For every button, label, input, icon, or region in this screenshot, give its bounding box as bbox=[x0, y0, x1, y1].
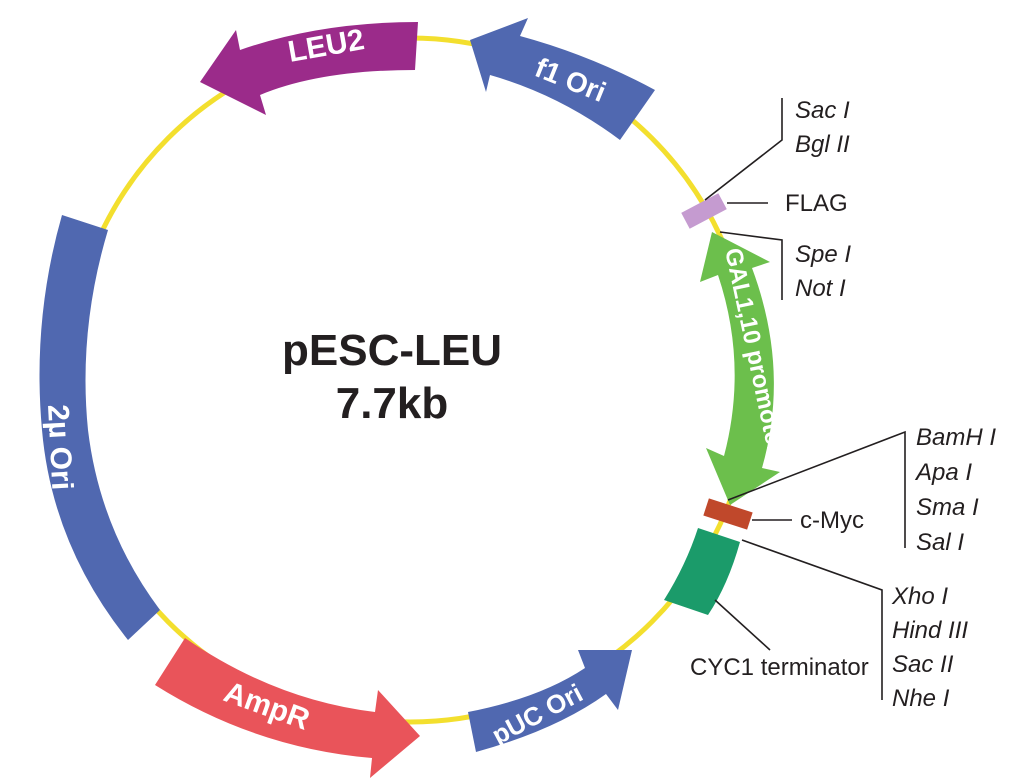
flag-tag-box bbox=[681, 193, 727, 229]
lower-sites-leader bbox=[741, 539, 883, 700]
site-sal-i: Sal I bbox=[916, 529, 964, 556]
c-myc-tag-box bbox=[703, 498, 753, 530]
plasmid-name: pESC-LEU bbox=[282, 326, 502, 375]
site-sac-ii: Sac II bbox=[892, 651, 954, 678]
leu2-arrow bbox=[200, 22, 418, 115]
site-bamh-i: BamH I bbox=[916, 424, 996, 451]
upper-sites-leader bbox=[704, 98, 783, 201]
puc-ori-arrow bbox=[468, 650, 632, 752]
two-micron-ori-label: 2µ Ori bbox=[41, 404, 78, 491]
f1-ori-arrow bbox=[470, 18, 655, 140]
site-spe-i: Spe I bbox=[795, 241, 851, 268]
site-apa-i: Apa I bbox=[914, 459, 972, 486]
cyc1-terminator-box bbox=[664, 528, 740, 615]
flag-label: FLAG bbox=[785, 190, 848, 217]
right-sites-leader bbox=[727, 430, 906, 548]
site-not-i: Not I bbox=[795, 275, 846, 302]
ampr-arrow bbox=[155, 638, 420, 778]
c-myc-label: c-Myc bbox=[800, 507, 864, 534]
cyc1-terminator-label: CYC1 terminator bbox=[690, 654, 869, 681]
two-micron-ori-arrow bbox=[39, 215, 160, 640]
middle-sites-leader bbox=[719, 231, 783, 300]
gal-promoter-arrow bbox=[700, 232, 780, 505]
site-hind-iii: Hind III bbox=[892, 617, 968, 644]
cyc1-leader bbox=[714, 599, 771, 651]
site-sma-i: Sma I bbox=[916, 494, 979, 521]
site-nhe-i: Nhe I bbox=[892, 685, 950, 712]
site-sac-i: Sac I bbox=[795, 97, 850, 124]
plasmid-size: 7.7kb bbox=[336, 379, 449, 428]
site-bgl-ii: Bgl II bbox=[795, 131, 850, 158]
site-xho-i: Xho I bbox=[891, 583, 948, 610]
